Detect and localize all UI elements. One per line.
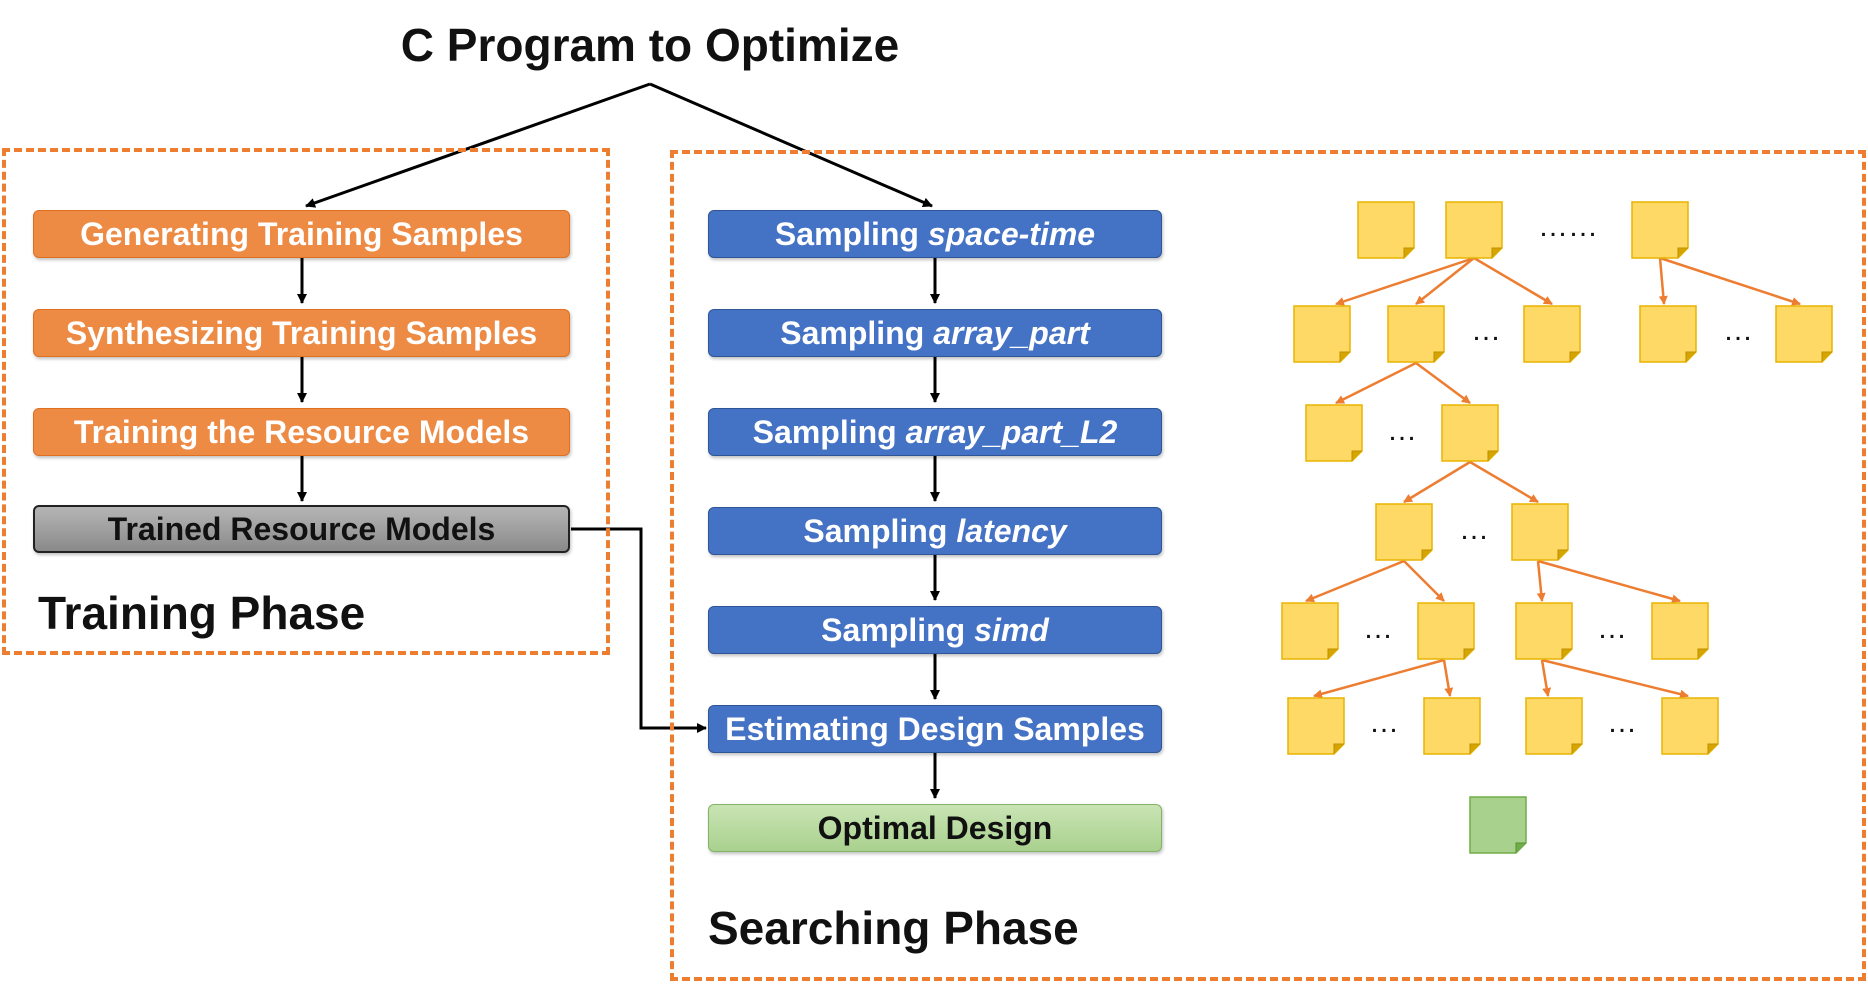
step-prefix: Sampling (752, 413, 897, 450)
ellipsis: … (1723, 314, 1753, 347)
step-param: array_part (933, 314, 1090, 351)
tree-ellipses: …… … … … … … … … … (1363, 210, 1753, 739)
step-param: latency (956, 512, 1067, 549)
estimating-design-samples-step: Estimating Design Samples (708, 705, 1162, 753)
ellipsis: … (1597, 612, 1627, 645)
generating-training-samples-step: Generating Training Samples (33, 210, 570, 258)
ellipsis-long: …… (1538, 210, 1598, 243)
ellipsis: … (1387, 414, 1417, 447)
step-param: simd (974, 611, 1049, 648)
optimal-design-result: Optimal Design (708, 804, 1162, 852)
ellipsis: … (1363, 612, 1393, 645)
training-phase-box (2, 148, 610, 655)
step-prefix: Sampling (774, 215, 919, 252)
step-prefix: Sampling (821, 611, 966, 648)
arrow-to-training (305, 82, 651, 208)
ellipsis: … (1459, 513, 1489, 546)
step-prefix: Sampling (780, 314, 925, 351)
arrow-to-searching (649, 82, 933, 208)
searching-phase-box (670, 150, 1866, 981)
synthesizing-training-samples-step: Synthesizing Training Samples (33, 309, 570, 357)
step-param: array_part_L2 (905, 413, 1118, 450)
training-resource-models-step: Training the Resource Models (33, 408, 570, 456)
ellipsis: … (1607, 706, 1637, 739)
ellipsis: … (1471, 314, 1501, 347)
training-phase-label: Training Phase (38, 587, 366, 639)
search-tree-edges (1305, 256, 1801, 699)
title-arrows (305, 82, 933, 208)
trained-resource-models: Trained Resource Models (33, 505, 570, 553)
diagram-title: C Program to Optimize (400, 19, 900, 71)
step-param: space-time (927, 215, 1096, 252)
searching-phase-label: Searching Phase (708, 902, 1079, 954)
step-prefix: Sampling (803, 512, 948, 549)
ellipsis: … (1369, 706, 1399, 739)
